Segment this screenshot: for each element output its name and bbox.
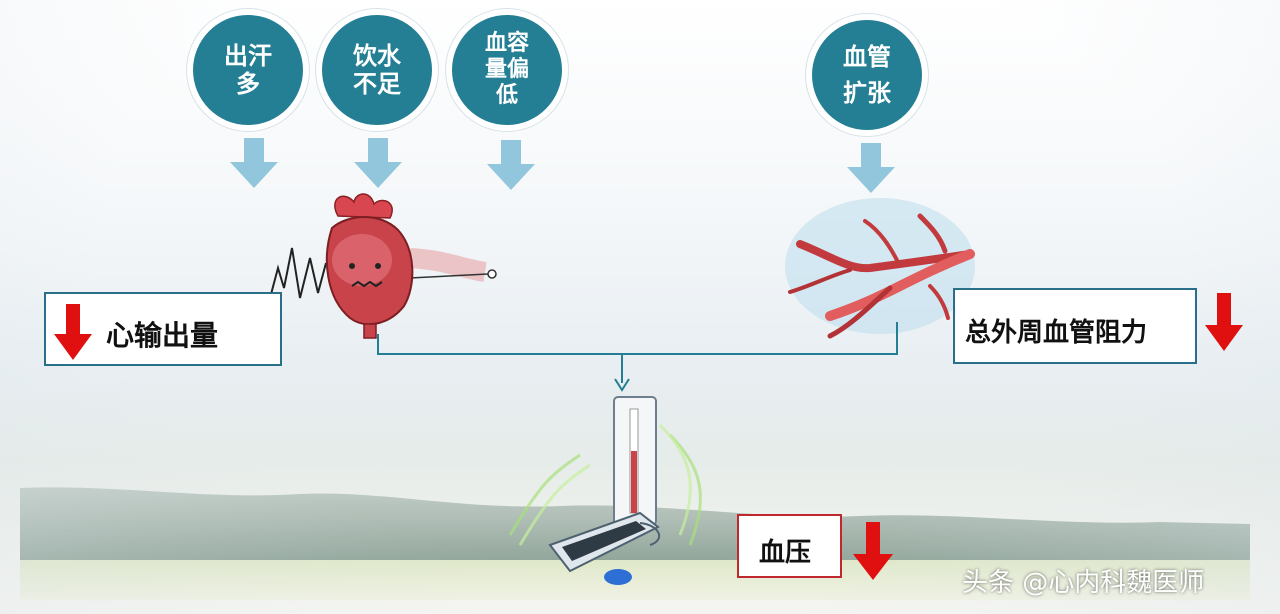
sphygmomanometer-icon: [508, 396, 702, 585]
cause-sweating-label: 出汗 多: [224, 42, 272, 98]
cardiac-output-label: 心输出量: [106, 319, 219, 352]
heart-icon: [270, 193, 497, 339]
cause-sweating: 出汗 多: [193, 15, 303, 125]
watermark: 头条 @心内科魏医师: [962, 568, 1205, 598]
down-arrow-icon: [230, 138, 278, 188]
connector-line-horizontal: [377, 353, 898, 355]
cause-low-water-intake: 饮水 不足: [322, 15, 432, 125]
connector-line-left: [377, 334, 379, 354]
connector-line-right: [896, 322, 898, 354]
down-arrow-red-icon: [853, 522, 893, 580]
cause-vasodilation: 血管 扩张: [812, 20, 922, 130]
peripheral-resistance-label: 总外周血管阻力: [965, 318, 1148, 348]
cause-low-water-intake-label: 饮水 不足: [353, 42, 401, 98]
down-arrow-icon: [354, 138, 402, 188]
connector-line-down: [621, 353, 623, 383]
down-arrow-icon: [487, 140, 535, 190]
blood-pressure-label: 血压: [759, 538, 812, 568]
down-arrow-red-icon: [1205, 293, 1243, 351]
connector-arrowhead-icon: [614, 378, 630, 392]
blood-vessel-icon: [785, 198, 975, 339]
cardiac-output-box: 心输出量: [44, 292, 282, 366]
cause-low-blood-volume-label: 血容 量偏 低: [484, 31, 529, 108]
cause-vasodilation-label: 血管 扩张: [843, 43, 891, 107]
blood-pressure-box: 血压: [737, 514, 842, 578]
peripheral-resistance-box: 总外周血管阻力: [953, 288, 1197, 364]
cause-low-blood-volume: 血容 量偏 低: [452, 15, 562, 125]
down-arrow-red-icon: [54, 304, 92, 360]
down-arrow-icon: [847, 143, 895, 193]
